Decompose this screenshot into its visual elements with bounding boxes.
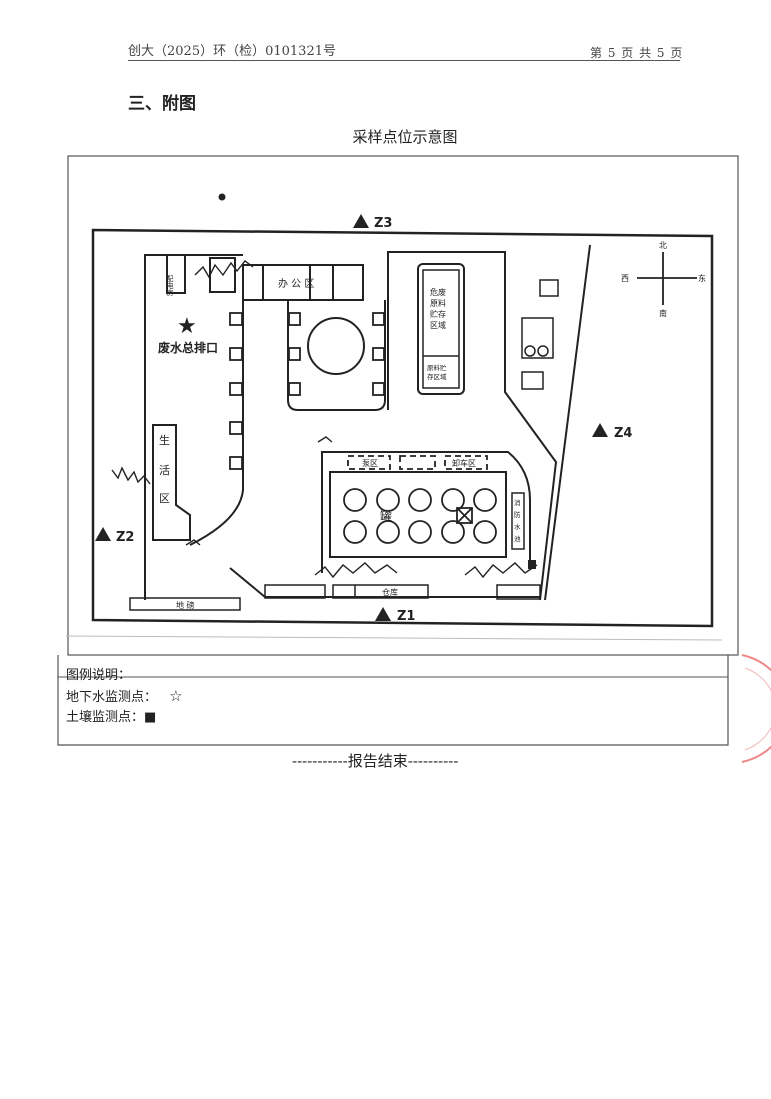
figure-frame bbox=[67, 155, 739, 656]
hazardous-label-2: 原料 bbox=[430, 298, 446, 308]
hazardous-label-3: 贮存 bbox=[430, 309, 446, 319]
dashed-zones bbox=[347, 455, 488, 470]
hazardous-label-4: 区域 bbox=[430, 320, 446, 330]
outfall-label: 废水总排口 bbox=[158, 340, 218, 355]
inner-road bbox=[189, 300, 244, 546]
handwritten-notes bbox=[111, 260, 538, 579]
outfall-star-icon: ★ bbox=[177, 314, 197, 339]
pump-area-label: 泵区 bbox=[362, 459, 378, 468]
office-label: 办 公 区 bbox=[278, 277, 314, 290]
power-room-label: 配电房 bbox=[166, 275, 174, 297]
left-road bbox=[144, 254, 243, 600]
legend-groundwater-label: 地下水监测点： bbox=[66, 690, 158, 705]
z1-triangle bbox=[375, 607, 391, 621]
fire-pool-1: 消 bbox=[514, 498, 521, 507]
star-outline-icon: ☆ bbox=[169, 687, 183, 705]
tank-farm-inner bbox=[329, 471, 507, 558]
square-filled-icon: ■ bbox=[144, 710, 157, 725]
compass-south: 南 bbox=[659, 308, 667, 318]
fire-pool-4: 池 bbox=[514, 534, 521, 543]
tank-label: 罐 bbox=[380, 509, 392, 523]
hazardous-storage bbox=[417, 263, 465, 395]
raw-storage-label-2: 存区域 bbox=[427, 372, 447, 381]
fire-pool-2: 防 bbox=[514, 510, 521, 519]
living-label-1: 生 bbox=[159, 433, 170, 447]
z1-label: Z1 bbox=[397, 609, 415, 624]
fire-pool-3: 水 bbox=[514, 522, 521, 531]
soil-point-marker bbox=[528, 560, 536, 569]
central-circle bbox=[307, 317, 365, 375]
living-label-2: 活 bbox=[159, 464, 170, 477]
z3-triangle bbox=[353, 214, 369, 228]
z4-triangle bbox=[592, 423, 608, 437]
living-area-box bbox=[152, 424, 191, 541]
tanks bbox=[343, 488, 497, 544]
scale-label: 地 磅 bbox=[176, 600, 195, 610]
office-block bbox=[242, 264, 364, 301]
legend-groundwater: 地下水监测点： ☆ bbox=[66, 686, 183, 705]
legend-frame bbox=[57, 655, 729, 746]
compass-east: 东 bbox=[698, 273, 706, 283]
stamp-edge bbox=[741, 654, 771, 763]
hazardous-label-1: 危废 bbox=[430, 287, 446, 297]
figure-title: 采样点位示意图 bbox=[352, 128, 458, 146]
site-boundary bbox=[91, 228, 714, 628]
z3-label: Z3 bbox=[374, 216, 392, 231]
legend-soil: 土壤监测点：■ bbox=[66, 706, 156, 725]
z4-label: Z4 bbox=[614, 426, 632, 441]
sampling-points bbox=[95, 214, 608, 621]
compass-west: 西 bbox=[621, 274, 629, 283]
compass-north: 北 bbox=[659, 241, 667, 250]
header-rule bbox=[128, 60, 680, 61]
z2-triangle bbox=[95, 527, 111, 541]
power-room-box bbox=[166, 254, 186, 294]
compass-icon bbox=[637, 252, 697, 305]
east-road bbox=[544, 244, 591, 601]
legend-soil-label: 土壤监测点： bbox=[66, 710, 145, 725]
scale-box bbox=[129, 597, 241, 611]
dot-mark bbox=[218, 193, 226, 201]
legend-title: 图例说明： bbox=[66, 668, 132, 683]
section-heading: 三、附图 bbox=[128, 94, 196, 114]
warehouse-box bbox=[332, 584, 429, 599]
fire-pool-box bbox=[511, 492, 525, 550]
production-road bbox=[387, 251, 558, 601]
raw-storage-label-1: 原料贮 bbox=[427, 363, 447, 372]
warehouse-label: 仓库 bbox=[382, 587, 398, 597]
z2-label: Z2 bbox=[116, 530, 134, 545]
report-end: -----------报告结束---------- bbox=[292, 752, 459, 770]
plaza bbox=[287, 300, 386, 411]
unload-area-label: 卸车区 bbox=[452, 458, 476, 468]
parking-squares bbox=[229, 312, 385, 470]
living-label-3: 区 bbox=[159, 492, 170, 505]
tank-farm-outer bbox=[321, 451, 531, 573]
document-number: 创大（2025）环（检）0101321号 bbox=[128, 44, 336, 59]
page-number: 第 5 页 共 5 页 bbox=[590, 46, 684, 60]
